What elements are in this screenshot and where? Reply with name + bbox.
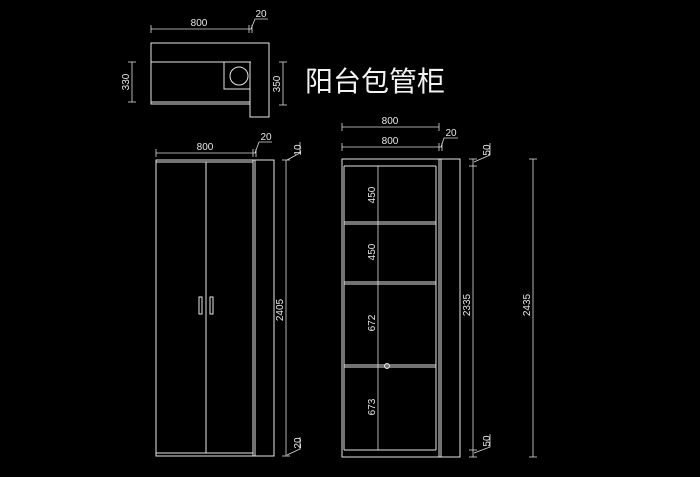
dim-front-top: 10 [293,144,304,156]
dim-shelf-2: 450 [367,243,378,260]
dim-section-inner-height: 2335 [462,293,473,316]
pipe-circle [229,66,249,86]
dim-section-width-inner: 800 [382,136,399,147]
plan-view: 800 20 330 350 [121,9,287,118]
dim-plan-depth-left: 330 [121,73,132,90]
dim-shelf-4: 673 [367,398,378,415]
dim-shelf-3: 672 [367,314,378,331]
dim-section-top: 50 [482,144,493,156]
door-handle-right [209,296,214,315]
door-handle-left [198,296,203,315]
front-elevation: 800 20 2405 10 20 [155,132,304,457]
dim-front-bottom: 20 [293,437,304,449]
dim-section-width-outer: 800 [382,116,399,127]
dim-shelf-1: 450 [367,186,378,203]
dim-section-side: 20 [445,128,457,139]
pipe-box [223,61,251,90]
dim-plan-width: 800 [191,18,208,29]
dim-section-total-height: 2435 [522,293,533,316]
dim-plan-depth-right: 350 [272,75,283,92]
pipe-circle [384,363,390,369]
dim-front-height: 2405 [275,298,286,321]
drawing-title: 阳台包管柜 [305,65,445,98]
dim-front-width: 800 [197,142,214,153]
dim-plan-side: 20 [255,9,267,20]
dim-section-bottom: 50 [482,435,493,447]
section-elevation: 450 450 672 673 800 800 20 2335 50 50 24… [341,116,537,458]
dim-front-side: 20 [260,132,272,143]
